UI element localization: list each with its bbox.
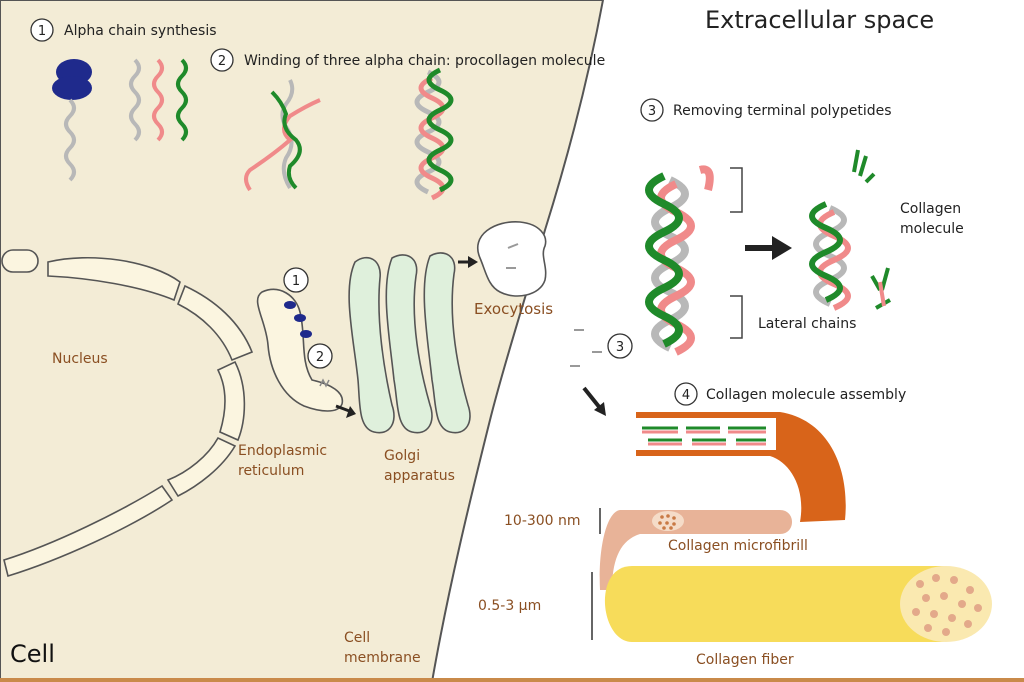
step-1-text: Alpha chain synthesis [64, 23, 217, 39]
procollagen-winding-illustration [244, 67, 454, 201]
step-4-number: 4 [682, 388, 690, 403]
exocytosis-label: Exocytosis [474, 300, 553, 318]
microfibril-label: Collagen microfibrill [668, 538, 808, 554]
er-step-1-marker: 1 [283, 267, 309, 293]
removing-terminal-polypeptides-illustration [645, 149, 891, 356]
flow-arrows [335, 236, 792, 418]
step-1-number: 1 [38, 24, 46, 39]
collagen-fibril-bundle [636, 412, 846, 522]
alpha-chain-synthesis-illustration [52, 58, 188, 182]
step-2-text: Winding of three alpha chain: procollage… [244, 53, 605, 69]
er-label-line2: reticulum [238, 463, 304, 479]
fiber-label: Collagen fiber [696, 652, 794, 668]
endoplasmic-reticulum [256, 288, 344, 412]
cell-label: Cell [10, 640, 55, 668]
golgi-label-line1: Golgi [384, 448, 420, 464]
extracellular-step-3-marker: 3 [607, 333, 633, 359]
nuclear-envelope [1, 249, 254, 578]
step-3-number: 3 [648, 104, 656, 119]
bottom-edge [0, 678, 1024, 682]
collagen-molecule-label-line1: Collagen [900, 201, 961, 217]
svg-text:2: 2 [316, 350, 324, 365]
lateral-chains-label: Lateral chains [758, 316, 856, 332]
svg-text:1: 1 [292, 274, 300, 289]
collagen-molecule-label-line2: molecule [900, 221, 964, 237]
step-2-number: 2 [218, 54, 226, 69]
step-3-heading: 3 Removing terminal polypetides [640, 98, 892, 122]
nucleus-label: Nucleus [52, 351, 108, 367]
membrane-label-line2: membrane [344, 650, 421, 666]
step-4-text: Collagen molecule assembly [706, 387, 906, 403]
golgi-apparatus [348, 252, 471, 434]
step-1-heading: 1 Alpha chain synthesis [30, 18, 217, 42]
step-4-heading: 4 Collagen molecule assembly [674, 382, 906, 406]
er-step-2-marker: 2 [307, 343, 333, 369]
step-3-text: Removing terminal polypetides [673, 103, 892, 119]
golgi-label-line2: apparatus [384, 468, 455, 484]
fiber-size-label: 0.5-3 µm [478, 598, 541, 614]
microfibril-size-label: 10-300 nm [504, 513, 581, 529]
exocytosis-vesicle [477, 221, 547, 297]
collagen-microfibril [599, 510, 792, 590]
step-2-heading: 2 Winding of three alpha chain: procolla… [210, 48, 605, 72]
membrane-label-line1: Cell [344, 630, 370, 646]
er-label-line1: Endoplasmic [238, 443, 327, 459]
procollagen-fragments [506, 243, 602, 367]
extracellular-space-title: Extracellular space [705, 6, 934, 34]
svg-text:3: 3 [616, 340, 624, 355]
collagen-fiber [604, 566, 992, 642]
scale-bars [591, 508, 601, 640]
